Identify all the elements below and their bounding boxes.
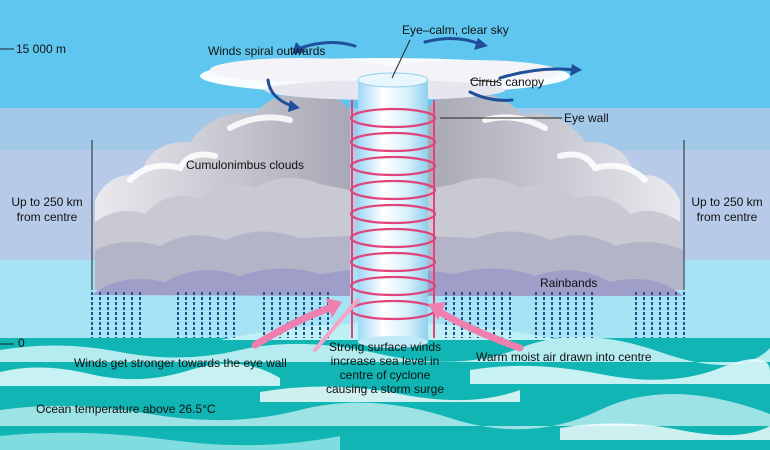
cirrus-leader (469, 79, 499, 83)
winds-spiral-label: Winds spiral outwards (208, 44, 326, 58)
surface-winds-label-2: increase sea level in (330, 354, 440, 368)
sea-wave-7 (0, 432, 340, 450)
range-left-label-2: from centre (16, 210, 78, 224)
outflow-winds (266, 37, 577, 108)
eye-wall-label: Eye wall (564, 111, 609, 125)
left-cloud-mass (92, 94, 350, 296)
sea-wave-6 (560, 423, 770, 440)
inflow-arrows (251, 298, 524, 352)
winds-stronger-label: Winds get stronger towards the eye wall (74, 356, 287, 370)
rainbands-label: Rainbands (540, 276, 598, 290)
ocean-temp-label: Ocean temperature above 26.5°C (36, 402, 216, 416)
outflow-arrowheads (288, 38, 582, 112)
range-left-label-1: Up to 250 km (11, 195, 83, 209)
sea-wave-2 (0, 363, 280, 386)
range-right-label-2: from centre (696, 210, 758, 224)
rain-streaks (91, 292, 685, 338)
altitude-bottom-label: 0 (18, 336, 25, 350)
surface-winds-label-1: Strong surface winds (328, 340, 442, 354)
eye-column (357, 72, 429, 348)
warm-air-label: Warm moist air drawn into centre (476, 350, 652, 364)
range-right-label-1: Up to 250 km (691, 195, 763, 209)
eye-leader (391, 39, 411, 79)
surface-winds-label-3: centre of cyclone (339, 368, 431, 382)
cirrus-label: Cirrus canopy (470, 75, 545, 89)
sea-wave-5 (0, 393, 770, 430)
cumulonimbus-label: Cumulonimbus clouds (186, 158, 305, 172)
eye-label: Eye–calm, clear sky (402, 23, 509, 37)
altitude-top-label: 15 000 m (16, 42, 67, 56)
surface-winds-label-4: causing a storm surge (325, 382, 445, 396)
sea-wave-3 (470, 358, 770, 384)
sea-wave-4 (260, 386, 520, 402)
sea-wave-1 (0, 336, 770, 366)
